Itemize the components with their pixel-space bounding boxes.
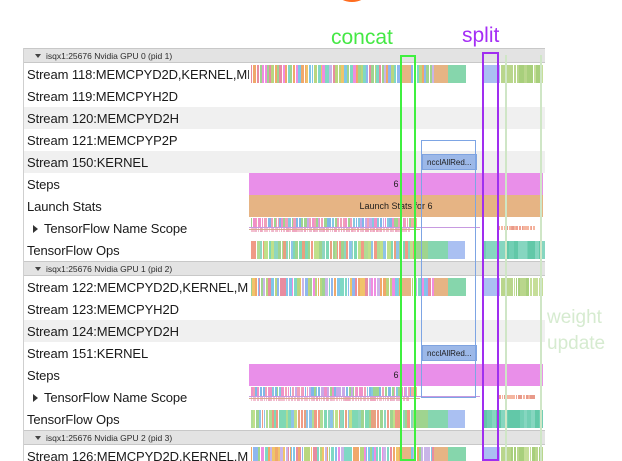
timeline-row[interactable]: Stream 126:MEMCPYD2D,KERNEL,MI	[24, 445, 545, 461]
timeline-row[interactable]: Stream 121:MEMCPYP2P	[24, 129, 545, 151]
timeline-row-label: Steps	[27, 176, 60, 192]
timeline-row[interactable]: Stream 118:MEMCPYD2D,KERNEL,ME	[24, 63, 545, 85]
chevron-down-icon[interactable]	[35, 266, 41, 271]
timeline-row[interactable]: TensorFlow Ops	[24, 408, 545, 430]
timeline-row-label: Steps	[27, 367, 60, 383]
timeline-row[interactable]: Stream 151:KERNEL ncclAllRed...	[24, 342, 545, 364]
group-header[interactable]: isqx1:25676 Nvidia GPU 2 (pid 3)	[24, 430, 545, 445]
timeline-row-lane[interactable]	[249, 276, 545, 298]
timeline-row-lane[interactable]	[249, 239, 545, 261]
timeline-row-lane[interactable]: 6	[249, 364, 545, 386]
timeline-row-lane[interactable]: ncclAllRed...	[249, 151, 545, 173]
timeline-row-label: TensorFlow Ops	[27, 242, 120, 258]
timeline-row-label: Stream 151:KERNEL	[27, 345, 149, 361]
timeline-row-lane[interactable]: 6	[249, 173, 545, 195]
annotation-label-weight-update-line2: update	[547, 333, 606, 354]
timeline-row-lane[interactable]	[249, 85, 545, 107]
annotation-label-concat: concat	[331, 26, 393, 49]
timeline-row-label: TensorFlow Name Scope	[24, 221, 249, 236]
orange-marker-icon	[338, 0, 366, 2]
trace-block-launch-stats[interactable]: Launch Stats for 6	[249, 195, 543, 217]
timeline-row[interactable]: Stream 119:MEMCPYH2D	[24, 85, 545, 107]
timeline-row-label: Stream 121:MEMCPYP2P	[27, 132, 178, 148]
trace-block-steps[interactable]: 6	[249, 173, 543, 195]
timeline-row[interactable]: Steps 6	[24, 173, 545, 195]
timeline-row-lane[interactable]	[249, 129, 545, 151]
timeline-row-lane[interactable]	[249, 298, 545, 320]
chevron-down-icon[interactable]	[35, 435, 41, 440]
group-header[interactable]: isqx1:25676 Nvidia GPU 1 (pid 2)	[24, 261, 545, 276]
timeline-row[interactable]: Stream 122:MEMCPYD2D,KERNEL,MI	[24, 276, 545, 298]
group-header-label: isqx1:25676 Nvidia GPU 0 (pid 1)	[46, 50, 173, 61]
timeline-row[interactable]: TensorFlow Name Scope	[24, 217, 545, 239]
timeline-row-label: Stream 124:MEMCPYD2H	[27, 323, 179, 339]
trace-viewer[interactable]: isqx1:25676 Nvidia GPU 0 (pid 1) Stream 1…	[23, 48, 545, 461]
trace-block-nccl[interactable]: ncclAllRed...	[422, 345, 477, 361]
group-header[interactable]: isqx1:25676 Nvidia GPU 0 (pid 1)	[24, 48, 545, 63]
timeline-row-label: Stream 126:MEMCPYD2D,KERNEL,MI	[27, 448, 249, 461]
timeline-row-lane[interactable]	[249, 320, 545, 342]
timeline-row-label: Stream 119:MEMCPYH2D	[27, 88, 178, 104]
timeline-row-lane[interactable]: ncclAllRed...	[249, 342, 545, 364]
timeline-row[interactable]: Stream 150:KERNEL ncclAllRed...	[24, 151, 545, 173]
timeline-row-lane[interactable]	[249, 63, 545, 85]
group-header-label: isqx1:25676 Nvidia GPU 2 (pid 3)	[46, 432, 173, 443]
timeline-row-label: Stream 122:MEMCPYD2D,KERNEL,MI	[27, 279, 249, 295]
timeline-row-label: Stream 120:MEMCPYD2H	[27, 110, 179, 126]
timeline-row-label: TensorFlow Name Scope	[24, 390, 249, 405]
timeline-row[interactable]: Stream 123:MEMCPYH2D	[24, 298, 545, 320]
timeline-row-lane[interactable]	[249, 445, 545, 461]
expander-icon[interactable]	[33, 225, 38, 234]
timeline-row-label: Launch Stats	[27, 198, 102, 214]
chevron-down-icon[interactable]	[35, 53, 41, 58]
trace-block-nccl[interactable]: ncclAllRed...	[422, 154, 477, 170]
annotation-label-split: split	[462, 24, 500, 47]
trace-block-steps[interactable]: 6	[249, 364, 543, 386]
timeline-row[interactable]: TensorFlow Ops	[24, 239, 545, 261]
expander-icon[interactable]	[33, 394, 38, 403]
timeline-row-lane[interactable]	[249, 107, 545, 129]
timeline-row[interactable]: Launch Stats Launch Stats for 6	[24, 195, 545, 217]
timeline-row-lane[interactable]	[249, 386, 545, 408]
timeline-row-lane[interactable]: Launch Stats for 6	[249, 195, 545, 217]
annotation-label-weight-update: weight update	[547, 305, 605, 357]
timeline-row[interactable]: Stream 124:MEMCPYD2H	[24, 320, 545, 342]
annotation-label-weight-update-line1: weight	[547, 307, 602, 328]
timeline-row-label: Stream 123:MEMCPYH2D	[27, 301, 179, 317]
timeline-row[interactable]: TensorFlow Name Scope	[24, 386, 545, 408]
timeline-row-label: Stream 118:MEMCPYD2D,KERNEL,ME	[27, 66, 249, 82]
group-header-label: isqx1:25676 Nvidia GPU 1 (pid 2)	[46, 263, 173, 274]
timeline-row[interactable]: Stream 120:MEMCPYD2H	[24, 107, 545, 129]
timeline-row-label: TensorFlow Ops	[27, 411, 120, 427]
timeline-row-label: Stream 150:KERNEL	[27, 154, 149, 170]
timeline-row-lane[interactable]	[249, 408, 545, 430]
timeline-row-lane[interactable]	[249, 217, 545, 239]
timeline-row[interactable]: Steps 6	[24, 364, 545, 386]
